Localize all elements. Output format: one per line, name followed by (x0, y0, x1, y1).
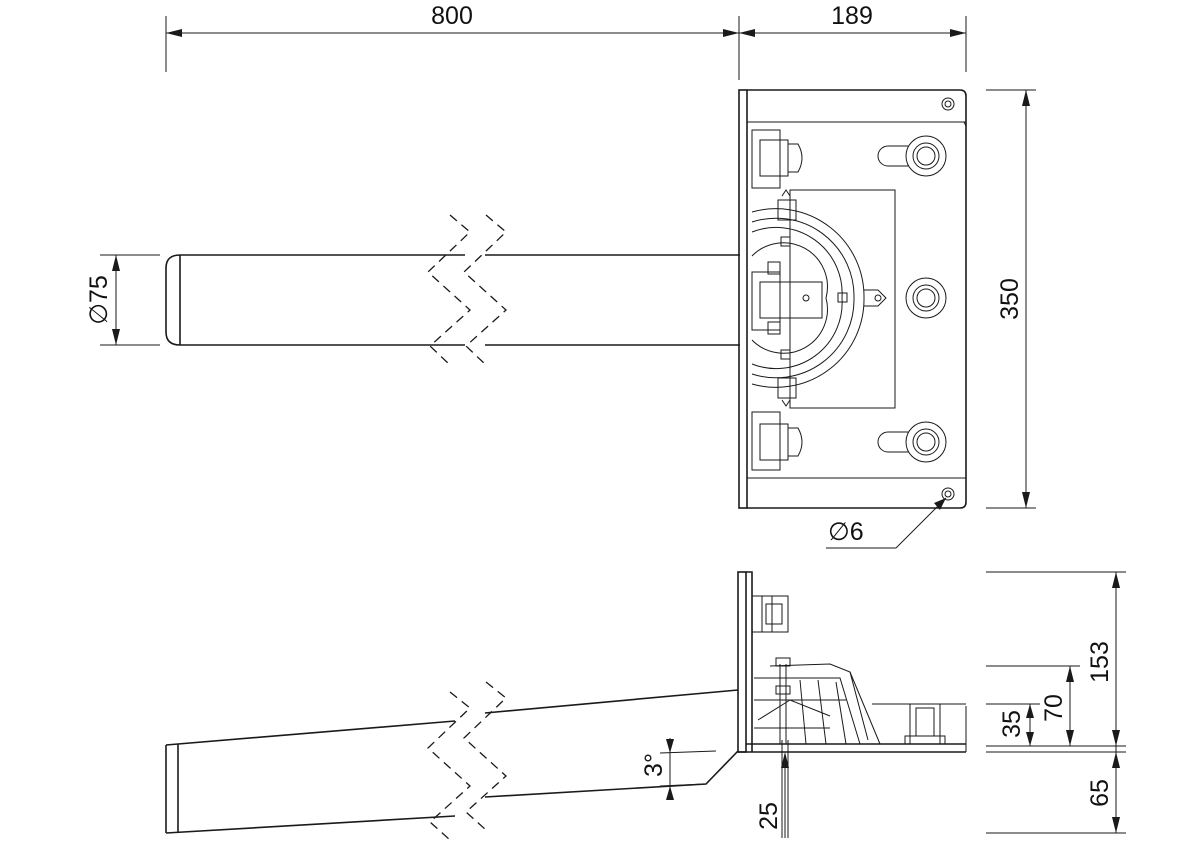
dim-label-6: ∅6 (828, 518, 864, 546)
dim-label-65: 65 (1086, 779, 1114, 807)
rotating-disc (751, 189, 887, 407)
bolt-bottom (877, 421, 947, 463)
pole-tube-top (165, 214, 740, 366)
dim-label-800: 800 (431, 2, 473, 30)
mounting-plate-side (737, 571, 967, 753)
dimension-tube-diameter: ∅75 (85, 254, 160, 346)
dim-label-3deg: 3° (640, 753, 668, 777)
top-view: 800 189 ∅75 (85, 2, 1036, 549)
dimension-hole-diameter: ∅6 (826, 497, 947, 549)
dimension-side-angle: 3° (640, 738, 717, 800)
mounting-plate-top (738, 89, 967, 509)
dim-label-25: 25 (755, 802, 783, 830)
dim-label-153: 153 (1086, 641, 1114, 683)
dimension-plate-height: 350 (986, 89, 1036, 509)
bolt-top (877, 135, 947, 177)
dim-label-75: ∅75 (85, 275, 113, 325)
dimension-top-length: 800 189 (165, 2, 967, 80)
side-view: 153 70 35 65 25 (165, 571, 1126, 841)
dimension-side-offset: 25 (755, 740, 789, 838)
clamp-top (751, 129, 803, 189)
clamp-bottom (751, 411, 803, 471)
dim-label-70: 70 (1040, 694, 1068, 722)
dim-label-35: 35 (998, 710, 1026, 738)
bolt-middle (905, 277, 947, 319)
dimension-side-heights: 153 70 35 65 (986, 571, 1126, 834)
dim-label-189: 189 (831, 2, 873, 30)
clamp-middle (751, 271, 823, 331)
pole-tube-side (165, 681, 739, 841)
dim-label-350: 350 (996, 278, 1024, 320)
